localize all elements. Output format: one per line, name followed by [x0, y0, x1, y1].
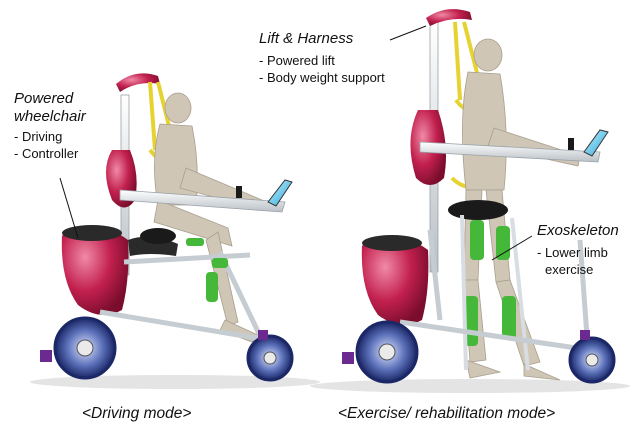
lift-label-title: Lift & Harness [259, 30, 353, 48]
exoskeleton-label-item-lower-limb: - Lower limb [537, 244, 608, 261]
exoskeleton-label-title: Exoskeleton [537, 222, 619, 240]
wheelchair-label-item-controller: - Controller [14, 145, 78, 162]
rear-wheel-right [357, 322, 417, 382]
chair-base-top-right [362, 235, 422, 251]
exo-pelvis-right [448, 200, 508, 220]
wheelchair-label-title-line1: Powered [14, 90, 73, 108]
exoskeleton-label-item-exercise: exercise [545, 261, 593, 278]
caption-driving-mode: <Driving mode> [82, 405, 191, 423]
caption-exercise-mode: <Exercise/ rehabilitation mode> [338, 405, 555, 423]
front-wheel-right [570, 338, 614, 382]
lift-callout-line [390, 26, 426, 40]
purple-caster-right [342, 352, 354, 364]
lift-label-item-body-weight: - Body weight support [259, 69, 385, 86]
wheelchair-label-title-line2: wheelchair [14, 108, 86, 126]
wheelchair-label-item-driving: - Driving [14, 128, 62, 145]
joystick-right [568, 138, 574, 150]
purple-caster-front-right [580, 330, 590, 340]
lift-label-item-powered-lift: - Powered lift [259, 52, 335, 69]
